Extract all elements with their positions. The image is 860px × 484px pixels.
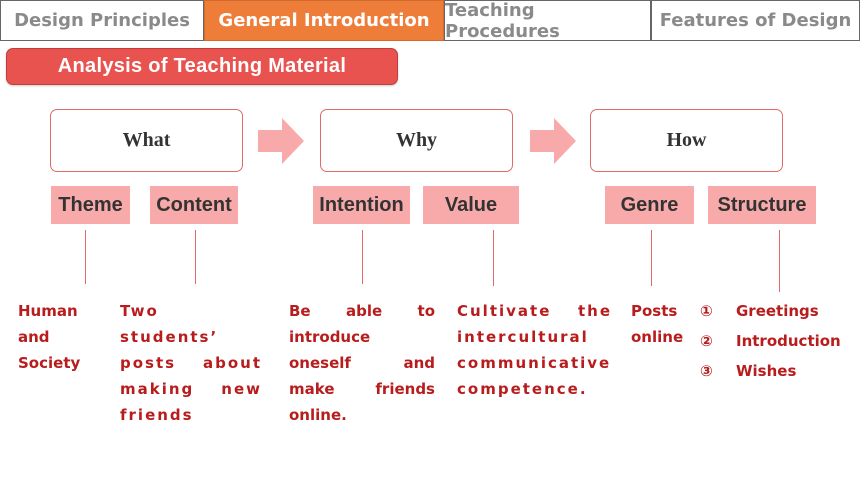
connector-line: [362, 230, 363, 284]
how-box: How: [590, 109, 783, 172]
detail-genre: Posts online: [631, 302, 684, 346]
tab-features-of-design[interactable]: Features of Design: [651, 0, 860, 41]
tab-general-introduction[interactable]: General Introduction: [204, 0, 444, 41]
list-item: ① Greetings: [700, 296, 850, 326]
detail-value: Cultivate the intercultural communicativ…: [457, 302, 612, 398]
list-number: ③: [700, 362, 713, 380]
connector-line: [85, 230, 86, 284]
tag-content: Content: [150, 186, 238, 224]
tab-teaching-procedures[interactable]: Teaching Procedures: [444, 0, 651, 42]
list-text: Introduction: [736, 332, 841, 350]
why-box: Why: [320, 109, 513, 172]
detail-structure-list: ① Greetings ② Introduction ③ Wishes: [700, 296, 850, 386]
detail-intention: Be able to introduce oneself and make fr…: [289, 302, 435, 424]
list-number: ②: [700, 332, 713, 350]
tag-genre: Genre: [605, 186, 694, 224]
connector-line: [493, 230, 494, 286]
connector-line: [651, 230, 652, 286]
tab-design-principles[interactable]: Design Principles: [0, 0, 204, 41]
list-text: Wishes: [736, 362, 797, 380]
tag-theme: Theme: [51, 186, 130, 224]
list-number: ①: [700, 302, 713, 320]
arrow-right-icon: [258, 118, 304, 164]
tag-structure: Structure: [708, 186, 816, 224]
connector-line: [195, 230, 196, 284]
detail-content: Two students’ posts about making new fri…: [120, 302, 262, 424]
list-item: ② Introduction: [700, 326, 850, 356]
arrow-right-icon: [530, 118, 576, 164]
detail-theme: Human and Society: [18, 302, 81, 372]
tag-value: Value: [423, 186, 519, 224]
what-box: What: [50, 109, 243, 172]
list-item: ③ Wishes: [700, 356, 850, 386]
list-text: Greetings: [736, 302, 819, 320]
connector-line: [779, 230, 780, 292]
tag-intention: Intention: [313, 186, 410, 224]
section-banner: Analysis of Teaching Material: [6, 48, 398, 85]
